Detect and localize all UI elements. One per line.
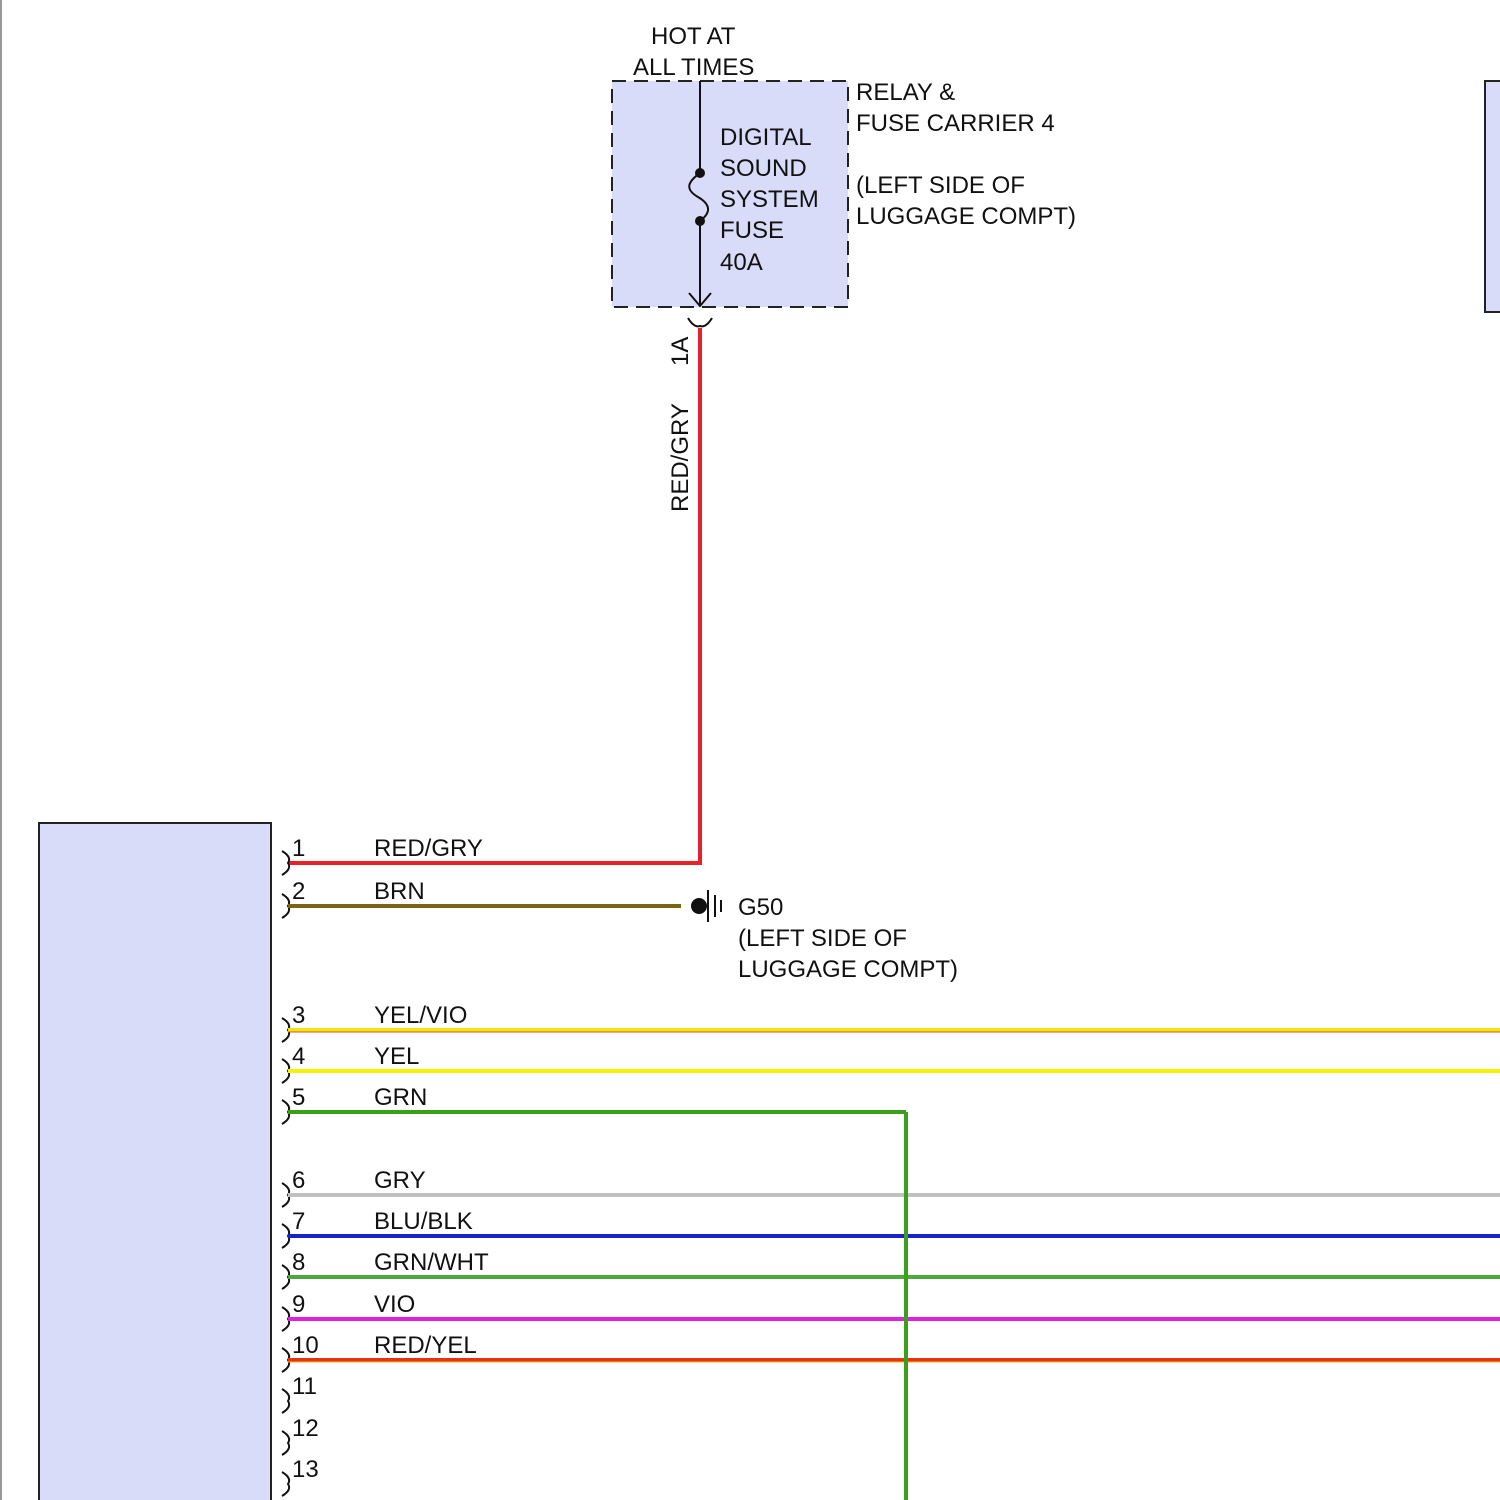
fuse-label-line-3: SYSTEM	[720, 186, 819, 213]
pin-8-number: 8	[292, 1249, 305, 1276]
connector-pin-1-symbol	[282, 851, 289, 875]
connector-1a-label: 1A	[667, 337, 694, 366]
pin-7-wire-label: BLU/BLK	[374, 1208, 473, 1235]
pin-8-wire-label: GRN/WHT	[374, 1249, 489, 1276]
relay-carrier-label-1: RELAY &	[856, 79, 955, 106]
pin-5-wire-label: GRN	[374, 1084, 427, 1111]
pin-6-number: 6	[292, 1167, 305, 1194]
pin-5-number: 5	[292, 1084, 305, 1111]
connector-pin-11-symbol	[282, 1389, 289, 1413]
feed-wire-color-label: RED/GRY	[667, 403, 694, 512]
pin-10-number: 10	[292, 1332, 319, 1359]
relay-carrier-location-2: LUGGAGE COMPT)	[856, 203, 1076, 230]
pin-2-number: 2	[292, 878, 305, 905]
pin-13-number: 13	[292, 1456, 319, 1483]
all-times-label: ALL TIMES	[633, 54, 754, 81]
pin-11-number: 11	[292, 1373, 317, 1400]
right-component-box-edge	[1485, 81, 1500, 312]
pin-4-number: 4	[292, 1043, 305, 1070]
pin-4-wire-label: YEL	[374, 1043, 419, 1070]
hot-at-label: HOT AT	[651, 23, 736, 50]
fuse-terminal-top	[695, 168, 705, 178]
pin-9-number: 9	[292, 1291, 305, 1318]
feed-wire-red-gry	[288, 328, 700, 863]
relay-carrier-label-2: FUSE CARRIER 4	[856, 110, 1055, 137]
fuse-label-line-2: SOUND	[720, 155, 807, 182]
sound-module-box	[39, 823, 271, 1500]
pin-6-wire-label: GRY	[374, 1167, 426, 1194]
relay-carrier-location-1: (LEFT SIDE OF	[856, 172, 1025, 199]
ground-splice-dot	[691, 898, 707, 914]
fuse-label-line-1: DIGITAL	[720, 124, 812, 151]
connector-pin-13-symbol	[282, 1472, 289, 1496]
connector-1a-symbol	[688, 318, 712, 326]
pin-9-wire-label: VIO	[374, 1291, 415, 1318]
fuse-rating-label: 40A	[720, 249, 763, 276]
pin-12-number: 12	[292, 1415, 319, 1442]
ground-location-1: (LEFT SIDE OF	[738, 925, 907, 952]
ground-name-label: G50	[738, 894, 783, 921]
pin-2-wire-label: BRN	[374, 878, 425, 905]
fuse-label-line-4: FUSE	[720, 217, 784, 244]
pin-3-wire-label: YEL/VIO	[374, 1002, 467, 1029]
pin-10-wire-label: RED/YEL	[374, 1332, 477, 1359]
pin-7-number: 7	[292, 1208, 305, 1235]
connector-pin-12-symbol	[282, 1431, 289, 1455]
pin-3-number: 3	[292, 1002, 305, 1029]
ground-location-2: LUGGAGE COMPT)	[738, 956, 958, 983]
pin-1-number: 1	[292, 835, 305, 862]
pin-1-wire-label: RED/GRY	[374, 835, 483, 862]
